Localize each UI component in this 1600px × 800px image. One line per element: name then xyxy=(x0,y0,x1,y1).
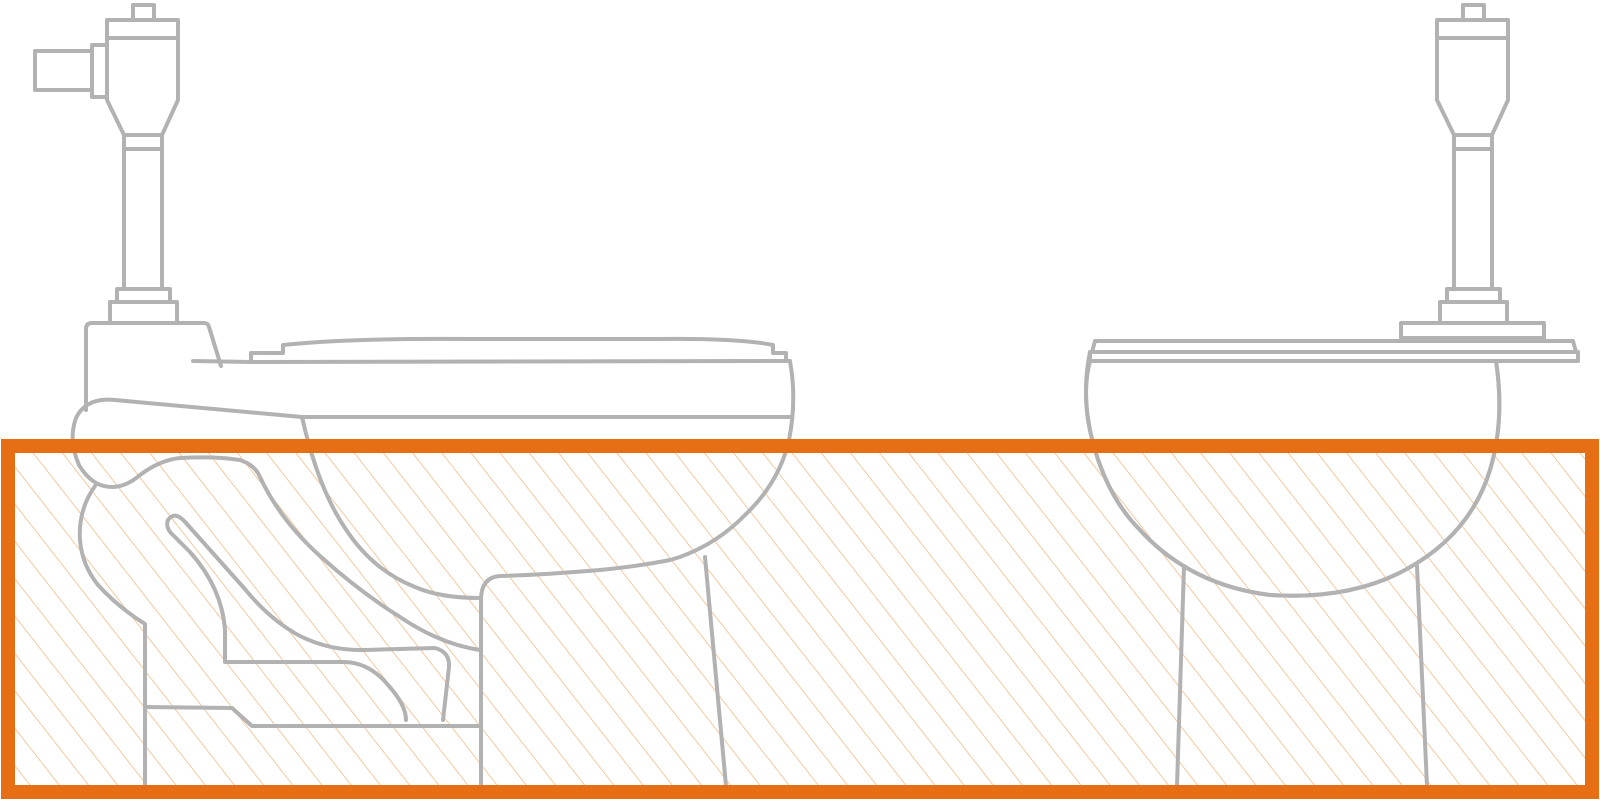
front-pipe-collar xyxy=(1452,133,1494,151)
pipe-collar xyxy=(122,133,164,151)
side-handle xyxy=(33,49,94,92)
outlet-pipe xyxy=(703,555,728,788)
front-hinge-block xyxy=(1399,321,1546,340)
front-pedestal-right xyxy=(1415,564,1429,788)
vertical-pipe xyxy=(122,147,164,291)
trap-channel-return xyxy=(184,521,452,722)
seat-lid xyxy=(249,336,788,363)
front-pipe-base xyxy=(1438,300,1509,325)
left-unit-side-view xyxy=(33,3,796,788)
seat-back xyxy=(84,321,223,412)
front-cistern-head xyxy=(1435,18,1510,40)
right-unit-front-view xyxy=(1084,3,1580,788)
front-pedestal-left xyxy=(1175,564,1186,788)
cistern-body xyxy=(105,36,180,137)
section-frame xyxy=(1,439,1599,799)
seat-rim-line xyxy=(191,359,792,364)
front-cistern-body xyxy=(1435,36,1510,137)
bowl-front xyxy=(300,415,792,600)
front-seat xyxy=(1090,339,1578,354)
ground-block xyxy=(12,453,1588,789)
cistern-head xyxy=(105,18,180,40)
front-vertical-pipe xyxy=(1452,147,1494,291)
front-bowl-line xyxy=(1084,359,1502,598)
pedestal-base xyxy=(143,705,483,728)
trap-inner xyxy=(77,484,147,788)
trap-outer xyxy=(70,397,482,652)
side-handle-mount xyxy=(90,43,109,99)
ground-hatch-area xyxy=(12,453,1588,789)
front-flush-button xyxy=(1461,3,1486,22)
trap-channel xyxy=(165,513,408,722)
pipe-base xyxy=(108,300,179,325)
flush-button-top xyxy=(131,3,156,22)
